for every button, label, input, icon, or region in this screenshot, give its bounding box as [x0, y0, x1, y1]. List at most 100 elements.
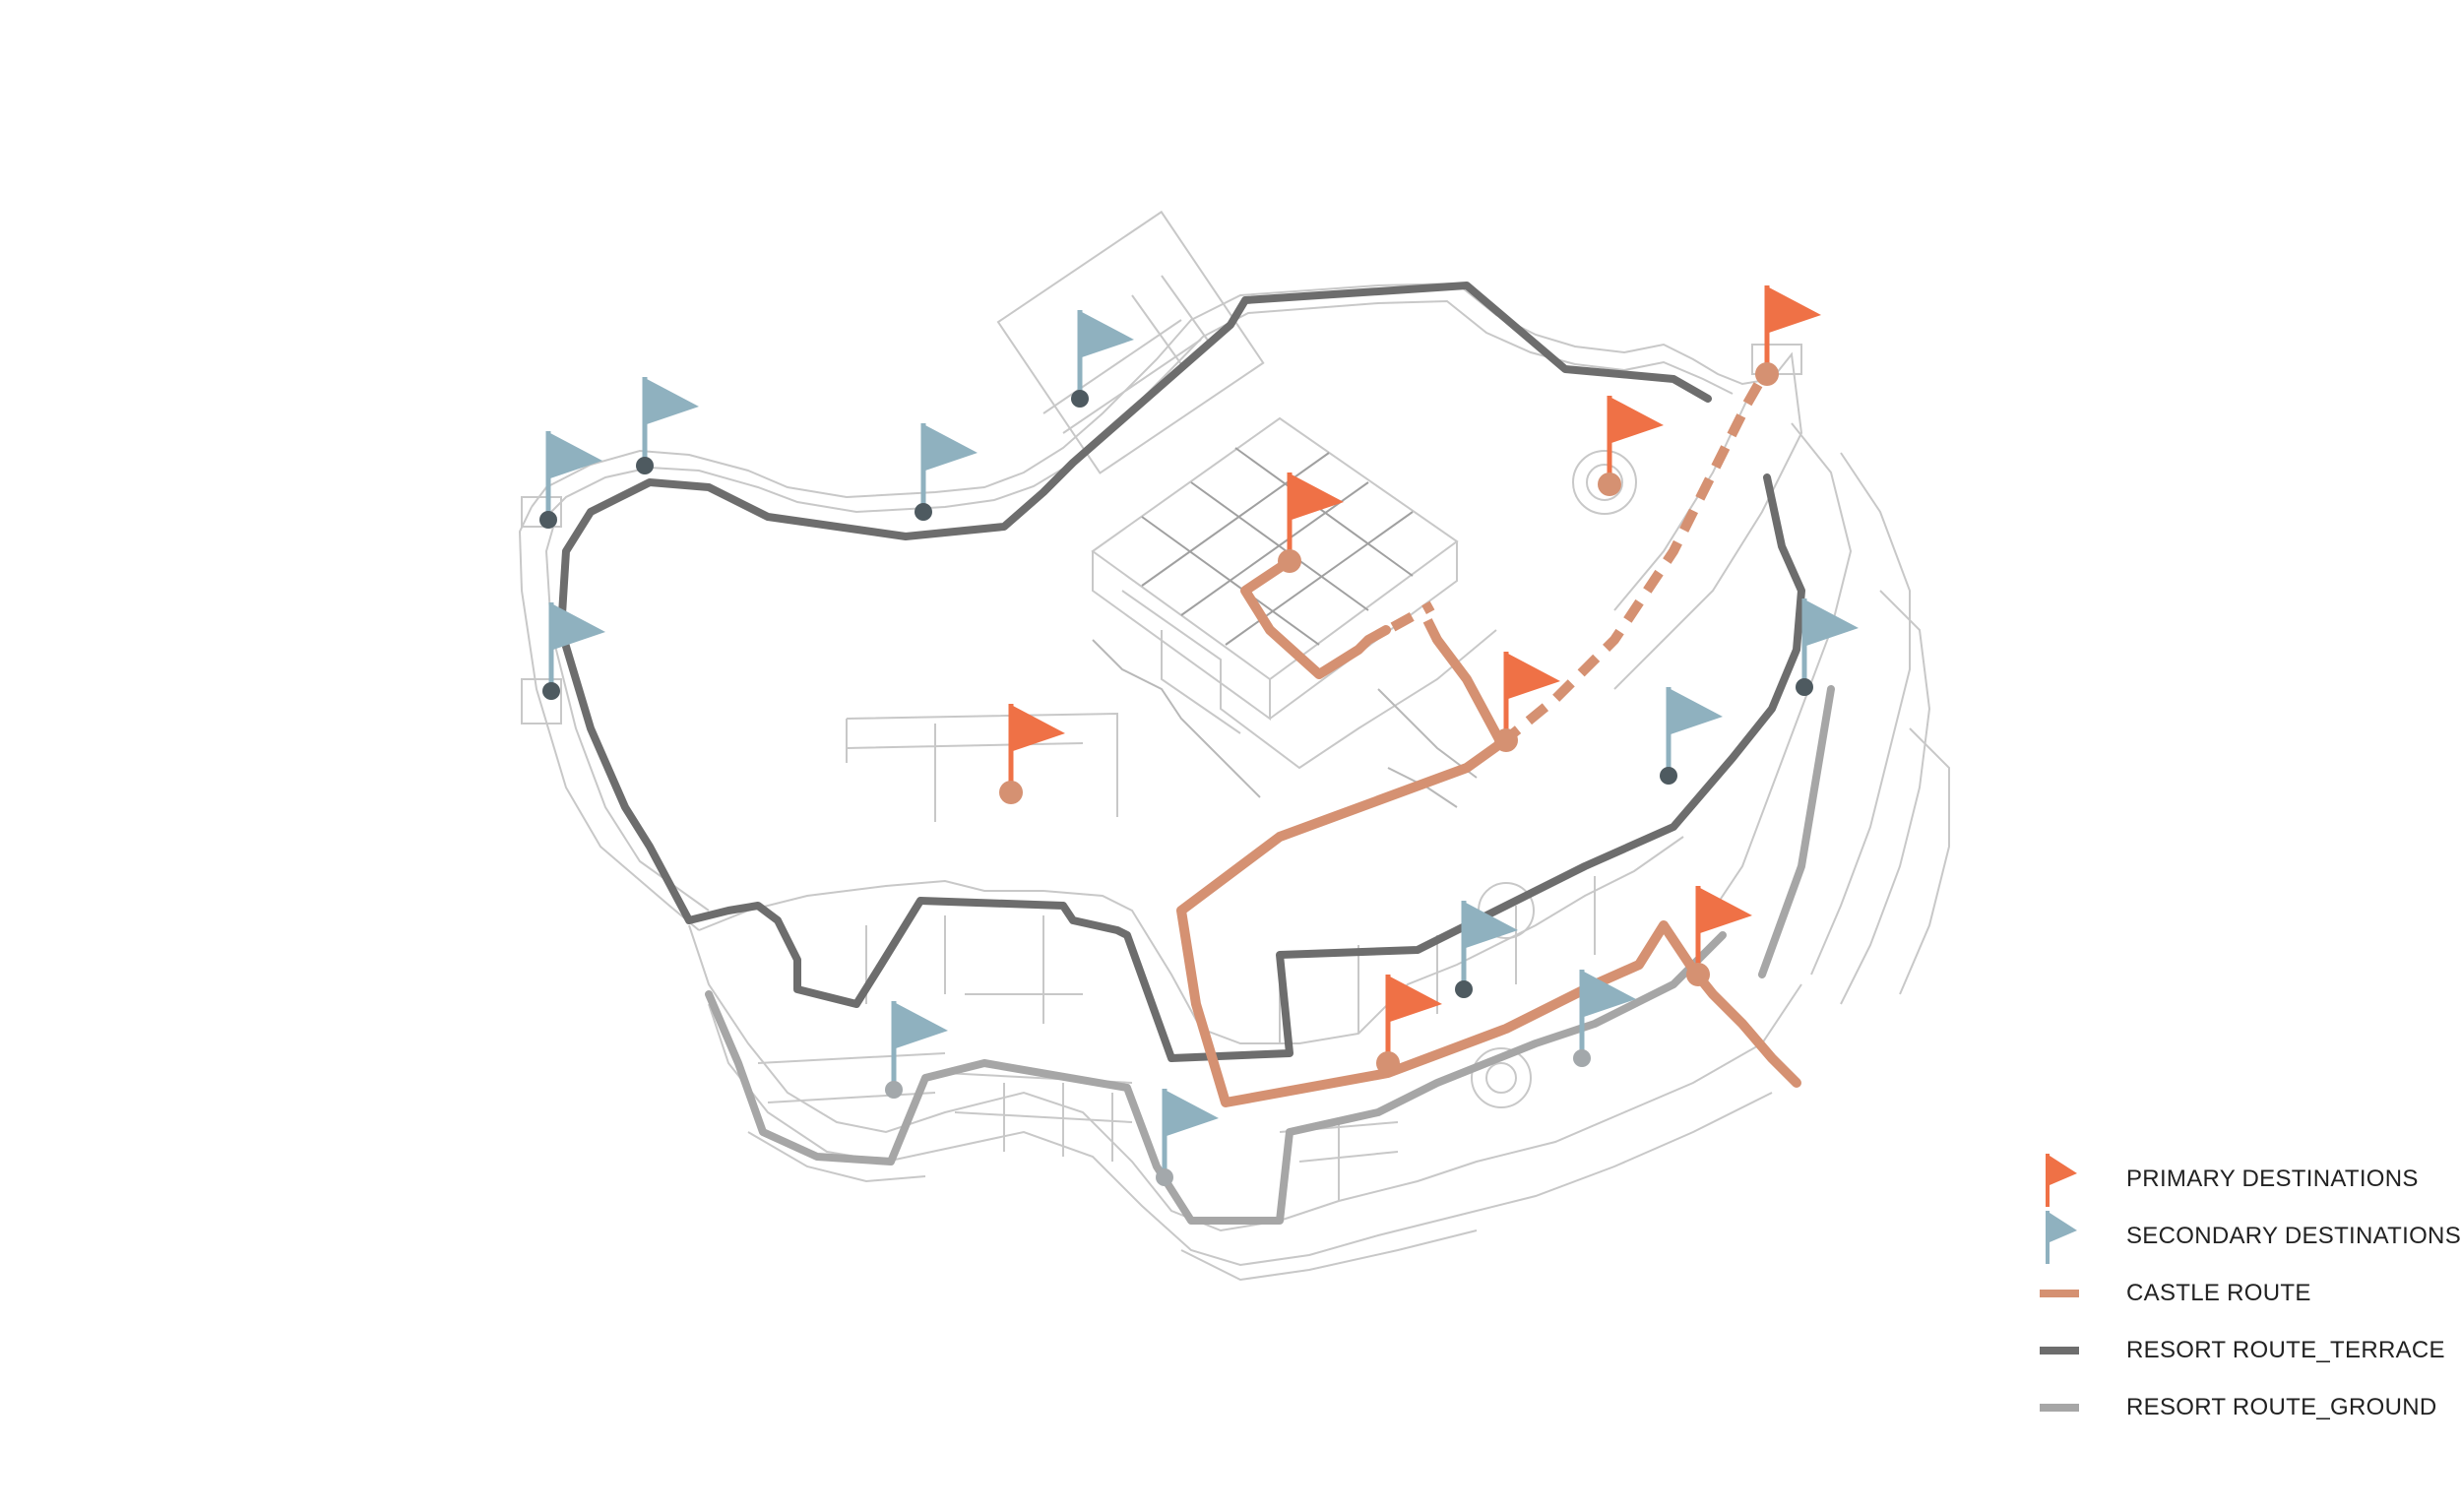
- secondary-destination-flag-icon: [542, 602, 605, 700]
- legend-secondary-flag-icon: [2046, 1211, 2077, 1264]
- central-building-stairs: [1121, 590, 1497, 770]
- secondary-destination-flag-icon: [915, 423, 978, 521]
- castle-route: [1176, 556, 1801, 1107]
- legend-label-primary: PRIMARY DESTINATIONS: [2126, 1166, 2419, 1192]
- routes: [557, 282, 1835, 1225]
- legend-castle-line: [2040, 1290, 2079, 1297]
- flag-pin: [1156, 1168, 1173, 1186]
- flag-banner: [1584, 972, 1636, 1017]
- west-wall-inner: [544, 516, 710, 912]
- primary-destination-flag-icon: [1598, 396, 1664, 496]
- flag-pin: [1455, 980, 1473, 998]
- secondary-destination-flag-icon: [1071, 310, 1134, 408]
- central-building-base: [1092, 541, 1458, 721]
- south-facade-2: [708, 1003, 1773, 1267]
- spiral-stair-south-inner: [1485, 1062, 1517, 1094]
- north-wall-outer: [531, 282, 1773, 508]
- legend-primary-flag-icon: [2046, 1154, 2077, 1207]
- north-tower: [996, 210, 1265, 474]
- flag-pin: [1573, 1049, 1591, 1067]
- flag-pin: [915, 503, 932, 521]
- legend-row-secondary: SECONDARY DESTINATIONS: [2038, 1209, 2461, 1266]
- primary-destination-flag-icon: [1278, 472, 1344, 573]
- secondary-destination-flag-icon: [1796, 598, 1859, 696]
- flag-banner: [925, 425, 978, 471]
- legend-label-ground: RESORT ROUTE_GROUND: [2126, 1394, 2437, 1420]
- flag-pin: [1494, 728, 1518, 752]
- legend-label-secondary: SECONDARY DESTINATIONS: [2126, 1223, 2461, 1249]
- west-corner-box: [521, 496, 562, 528]
- legend-terrace-line: [2040, 1347, 2079, 1354]
- flag-pin: [539, 511, 557, 529]
- primary-destination-flag-icon: [1494, 652, 1560, 752]
- flag-banner: [550, 433, 602, 478]
- legend-row-ground: RESORT ROUTE_GROUND: [2038, 1380, 2451, 1437]
- south-rooms-grid: [757, 1052, 1399, 1201]
- primary-destination-flag-icon: [1376, 975, 1442, 1075]
- flag-banner: [1013, 706, 1065, 751]
- flag-banner: [1611, 398, 1664, 443]
- secondary-destination-flag-icon: [1156, 1089, 1219, 1186]
- legend-row-castle: CASTLE ROUTE: [2038, 1266, 2451, 1323]
- secondary-destination-flag-icon: [539, 431, 602, 529]
- flag-pin: [885, 1081, 903, 1099]
- flag-banner: [896, 1003, 948, 1048]
- flag-banner: [1082, 312, 1134, 357]
- secondary-destination-flag-icon: [1573, 970, 1636, 1067]
- east-terrace-2: [1810, 452, 1911, 976]
- castle-route-dashed: [1390, 366, 1772, 747]
- building-linework: [518, 210, 1950, 1282]
- secondary-destination-flag-icon: [1660, 687, 1723, 785]
- west-stair-box: [521, 678, 562, 724]
- flag-pin: [1796, 678, 1813, 696]
- flag-banner: [1292, 474, 1344, 520]
- flag-pin: [542, 682, 560, 700]
- flag-pin: [1686, 963, 1710, 986]
- flag-pin: [1376, 1051, 1400, 1075]
- destination-flags: [539, 285, 1859, 1186]
- flag-banner: [1700, 888, 1752, 933]
- central-building-grid: [1141, 447, 1414, 646]
- south-facade-3: [747, 1131, 1478, 1282]
- primary-destination-flag-icon: [1755, 285, 1821, 386]
- spiral-stair-south: [1471, 1047, 1532, 1108]
- ground-route: [705, 685, 1835, 1225]
- flag-banner: [1508, 654, 1560, 699]
- flag-pin: [1071, 390, 1089, 408]
- legend-row-terrace: RESORT ROUTE_TERRACE: [2038, 1323, 2451, 1380]
- flag-pin: [1755, 362, 1779, 386]
- spiral-stair-north-inner: [1586, 464, 1623, 501]
- south-facade-1: [688, 924, 1802, 1232]
- flag-banner: [1390, 976, 1442, 1022]
- flag-banner: [1769, 287, 1821, 333]
- spiral-stair-north: [1572, 450, 1637, 515]
- legend-label-terrace: RESORT ROUTE_TERRACE: [2126, 1337, 2445, 1363]
- flag-pin: [1278, 549, 1301, 573]
- flag-banner: [1806, 600, 1859, 646]
- legend-ground-line: [2040, 1404, 2079, 1412]
- flag-pin: [999, 781, 1023, 804]
- west-wall-outer: [518, 506, 700, 931]
- legend: PRIMARY DESTINATIONS SECONDARY DESTINATI…: [2038, 1152, 2461, 1437]
- legend-row-primary: PRIMARY DESTINATIONS: [2038, 1152, 2451, 1209]
- east-terrace-4: [1899, 727, 1950, 995]
- flag-pin: [1598, 472, 1621, 496]
- primary-destination-flag-icon: [999, 704, 1065, 804]
- secondary-destination-flag-icon: [1455, 901, 1518, 998]
- flag-pin: [636, 457, 654, 474]
- flag-pin: [1660, 767, 1677, 785]
- flag-banner: [1671, 689, 1723, 734]
- west-courtyard-frame: [846, 712, 1118, 822]
- flag-banner: [647, 379, 699, 424]
- primary-destination-flag-icon: [1686, 886, 1752, 986]
- north-tower-detail: [1042, 275, 1212, 434]
- secondary-destination-flag-icon: [636, 377, 699, 474]
- south-wing-rooms: [865, 876, 1596, 1043]
- secondary-destination-flag-icon: [885, 1001, 948, 1099]
- flag-banner: [553, 604, 605, 650]
- flag-banner: [1466, 903, 1518, 948]
- flag-banner: [1167, 1091, 1219, 1136]
- terrace-route: [557, 282, 1805, 1062]
- legend-label-castle: CASTLE ROUTE: [2126, 1280, 2311, 1306]
